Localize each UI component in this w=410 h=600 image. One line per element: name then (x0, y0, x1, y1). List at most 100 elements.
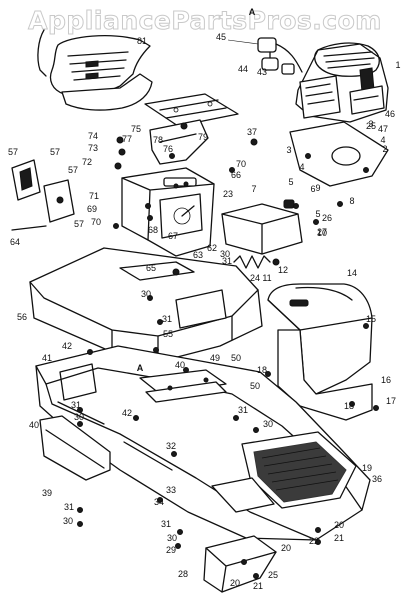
callout-label: 7 (251, 184, 256, 194)
dash-tower-part (121, 167, 215, 257)
callout-label: 8 (349, 196, 354, 206)
callout-label: 30 (220, 249, 230, 259)
callout-label: 74 (88, 131, 98, 141)
callout-label: 6 (310, 184, 315, 194)
watermark-text: AppliancePartsPros.com (28, 6, 382, 35)
floor-plate-part (211, 431, 357, 513)
callout-label: 21 (253, 581, 263, 591)
callout-label: 45 (216, 32, 226, 42)
callout-label: 29 (166, 545, 176, 555)
callout-label: 18 (257, 365, 267, 375)
callout-label: 49 (210, 353, 220, 363)
callout-label: 40 (175, 360, 185, 370)
callout-label: 46 (385, 109, 395, 119)
callout-label: 37 (247, 127, 257, 137)
callout-label: 68 (148, 225, 158, 235)
footrest-panel-part (39, 415, 111, 481)
callout-label: 79 (198, 132, 208, 142)
callout-label: 30 (141, 289, 151, 299)
engine-mount-plate (289, 121, 389, 187)
hitch-bracket-part (203, 535, 277, 593)
callout-label: 1 (395, 60, 400, 70)
callout-label: 57 (50, 147, 60, 157)
callout-label: 27 (317, 227, 327, 237)
callout-label: 64 (10, 237, 20, 247)
callout-label: 62 (207, 243, 217, 253)
callout-label: 15 (366, 314, 376, 324)
callout-label: 50 (231, 353, 241, 363)
callout-label: 42 (122, 408, 132, 418)
callout-label: 73 (88, 143, 98, 153)
callout-label: 30 (167, 533, 177, 543)
callout-label: 31 (71, 400, 81, 410)
callout-label: 56 (17, 312, 27, 322)
callout-label: 17 (386, 396, 396, 406)
callout-label: 67 (168, 231, 178, 241)
callout-label: 44 (238, 64, 248, 74)
callout-label: 20 (230, 578, 240, 588)
callout-label: 4 (299, 162, 304, 172)
callout-label: 47 (378, 124, 388, 134)
callout-label: A (249, 7, 256, 17)
callout-label: 30 (74, 412, 84, 422)
callout-label: 18 (344, 401, 354, 411)
spring-part (233, 255, 280, 269)
callout-label: 30 (63, 516, 73, 526)
callout-label: 76 (163, 144, 173, 154)
callout-label: 5 (288, 177, 293, 187)
callout-label: 33 (166, 485, 176, 495)
fuel-filter-part (227, 37, 303, 75)
callout-label: 5 (315, 209, 320, 219)
callout-label: 31 (238, 405, 248, 415)
callout-label: 2 (382, 144, 387, 154)
callout-label: 31 (64, 502, 74, 512)
fuel-tank-part (221, 199, 303, 255)
callout-label: 21 (334, 533, 344, 543)
callout-label: 75 (131, 124, 141, 134)
callout-label: 39 (42, 488, 52, 498)
callout-label: 71 (89, 191, 99, 201)
callout-label: 23 (223, 189, 233, 199)
callout-label: 25 (268, 570, 278, 580)
callout-label: 55 (163, 329, 173, 339)
callout-label: 20 (334, 520, 344, 530)
callout-label: 40 (29, 420, 39, 430)
callout-label: 81 (137, 36, 147, 46)
callout-label: 3 (286, 145, 291, 155)
callout-label: 36 (372, 474, 382, 484)
callout-label: 50 (250, 381, 260, 391)
callout-label: 42 (62, 341, 72, 351)
seat-plate (144, 93, 239, 127)
callout-label: 12 (278, 265, 288, 275)
callout-label: 25 (366, 121, 376, 131)
callout-label: 24 (250, 273, 260, 283)
callout-label: 43 (257, 67, 267, 77)
callout-label: 31 (222, 256, 232, 266)
callout-label: 34 (154, 497, 164, 507)
hardware-parts (77, 136, 379, 549)
callout-label: 30 (263, 419, 273, 429)
engine-part (295, 42, 389, 123)
callout-label: 16 (381, 375, 391, 385)
callout-label: 57 (74, 219, 84, 229)
callout-label: 22 (309, 536, 319, 546)
callout-label: 31 (161, 519, 171, 529)
callout-label: 14 (347, 268, 357, 278)
callout-label: 66 (231, 170, 241, 180)
callout-label: 31 (162, 314, 172, 324)
callout-label: 41 (42, 353, 52, 363)
callout-label: 19 (362, 463, 372, 473)
callout-label: 72 (82, 157, 92, 167)
seat-part (37, 29, 153, 111)
callout-label: 10 (317, 228, 327, 238)
callout-label: 77 (122, 134, 132, 144)
callout-label: 9 (315, 183, 320, 193)
callout-label: 28 (178, 569, 188, 579)
callout-label: 11 (262, 273, 271, 283)
callout-label: 20 (281, 543, 291, 553)
callout-label: 26 (322, 213, 332, 223)
callout-label: 70 (91, 217, 101, 227)
seat-hinge-bracket (149, 119, 209, 165)
